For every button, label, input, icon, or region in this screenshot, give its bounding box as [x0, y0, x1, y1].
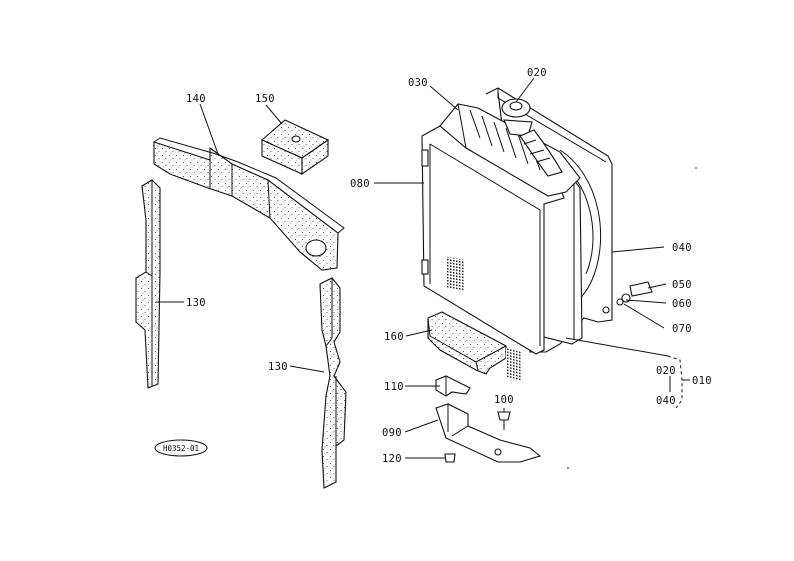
drain-parts — [616, 281, 653, 306]
label-040-ref: 040 — [656, 395, 676, 407]
label-130-right: 130 — [268, 361, 288, 373]
radiator — [421, 87, 613, 383]
drawing-code: H0352-01 — [163, 444, 199, 453]
label-010: 010 — [692, 375, 712, 387]
label-050: 050 — [672, 279, 692, 291]
label-080: 080 — [350, 178, 370, 190]
block-150 — [260, 119, 330, 176]
plate-090 — [435, 403, 542, 463]
label-110: 110 — [384, 381, 404, 393]
label-030: 030 — [408, 77, 428, 89]
label-020-top: 020 — [527, 67, 547, 79]
label-140: 140 — [186, 93, 206, 105]
seal-130-right — [319, 277, 347, 489]
label-130-left: 130 — [186, 297, 206, 309]
label-120: 120 — [382, 453, 402, 465]
label-020-ref: 020 — [656, 365, 676, 377]
drawing-code-badge: H0352-01 — [154, 439, 208, 457]
label-150: 150 — [255, 93, 275, 105]
leader-lines — [156, 77, 690, 459]
label-040: 040 — [672, 242, 692, 254]
seal-130-left — [135, 179, 161, 389]
label-160: 160 — [384, 331, 404, 343]
label-090: 090 — [382, 427, 402, 439]
label-070: 070 — [672, 323, 692, 335]
label-100: 100 — [494, 394, 514, 406]
block-160 — [427, 311, 507, 375]
label-060: 060 — [672, 298, 692, 310]
bracket-110 — [435, 375, 471, 397]
bolt-100 — [497, 411, 511, 430]
bolt-120 — [444, 453, 456, 463]
